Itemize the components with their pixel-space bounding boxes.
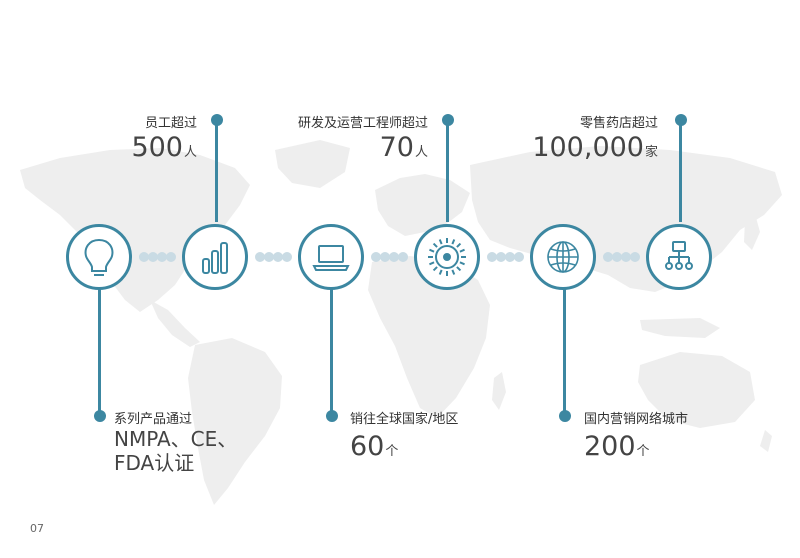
connector-dot [379,252,390,262]
sun-ray [451,269,456,275]
laptop-icon [312,245,350,271]
connector-dot [138,252,149,262]
stat-line-countries [330,288,333,418]
connector-dot [486,252,497,262]
connector-dot [370,252,381,262]
globe-icon [547,241,579,273]
connector-dot [272,252,283,262]
sun-ray [456,242,462,248]
stat-line-engineers [446,120,449,222]
stat-value-certification-line2: FDA认证 [114,451,195,475]
circle-network [646,224,712,290]
stat-unit-countries: 个 [385,444,399,459]
sun-ray [456,266,462,272]
stat-label-employees: 员工超过 [144,116,197,131]
connector-dot [620,252,631,262]
connector-dot [611,252,622,262]
stat-unit-employees: 人 [183,145,197,160]
connector-dot [397,252,408,262]
stat-unit-cities: 个 [636,444,650,459]
connector-dot [495,252,506,262]
connector-dot [629,252,640,262]
stat-number-pharmacies: 100,000 [532,132,644,163]
stat-value-employees: 500人 [131,134,197,161]
connector-dot [388,252,399,262]
connector-dot [281,252,292,262]
stat-dot-employees [211,114,223,126]
bar-chart-icon [202,242,228,274]
sun-ray [432,242,438,248]
stat-value-cities: 200个 [584,433,650,460]
page-number: 07 [30,522,44,535]
stat-number-countries: 60 [350,431,385,462]
stat-label-cities: 国内营销网络城市 [584,412,689,427]
circle-sun-gear [414,224,480,290]
sun-ray [459,248,465,253]
stat-line-employees [215,120,218,222]
sun-ray [438,239,443,245]
stat-dot-engineers [442,114,454,126]
connector-dot [602,252,613,262]
stat-unit-engineers: 人 [414,145,428,160]
connector-dot [513,252,524,262]
network-icon [665,241,693,270]
sun-ray [432,266,438,272]
circle-lightbulb [66,224,132,290]
connector-dot [165,252,176,262]
stat-value-engineers: 70人 [380,134,428,161]
stat-line-pharmacies [679,120,682,222]
sun-ray [459,261,465,266]
sun-ray [438,269,443,275]
stat-value-certification-line1: NMPA、CE、 [114,427,238,451]
connector-dot [156,252,167,262]
stat-number-cities: 200 [584,431,636,462]
connector-dot [147,252,158,262]
sun-ray [451,239,456,245]
sun-gear-icon [428,238,466,276]
lightbulb-icon [84,238,114,276]
stat-label-countries: 销往全球国家/地区 [350,412,459,427]
sun-ray [429,248,435,253]
connector-dot [504,252,515,262]
stat-label-pharmacies: 零售药店超过 [579,116,658,131]
circle-bar-chart [182,224,248,290]
stat-value-countries: 60个 [350,433,398,460]
stat-line-cities [563,288,566,418]
circle-globe [530,224,596,290]
stat-unit-pharmacies: 家 [644,145,658,160]
connector-dot [263,252,274,262]
stat-dot-pharmacies [675,114,687,126]
stat-number-employees: 500 [131,132,183,163]
sun-ray [429,261,435,266]
stat-line-certification [98,288,101,418]
stat-dot-certification [94,410,106,422]
stat-label-engineers: 研发及运营工程师超过 [297,116,428,131]
circle-laptop [298,224,364,290]
stat-value-pharmacies: 100,000家 [532,134,658,161]
stat-label-certification: 系列产品通过 [114,412,193,427]
connector-dot [254,252,265,262]
stat-number-engineers: 70 [379,132,414,163]
stat-dot-cities [559,410,571,422]
stat-dot-countries [326,410,338,422]
